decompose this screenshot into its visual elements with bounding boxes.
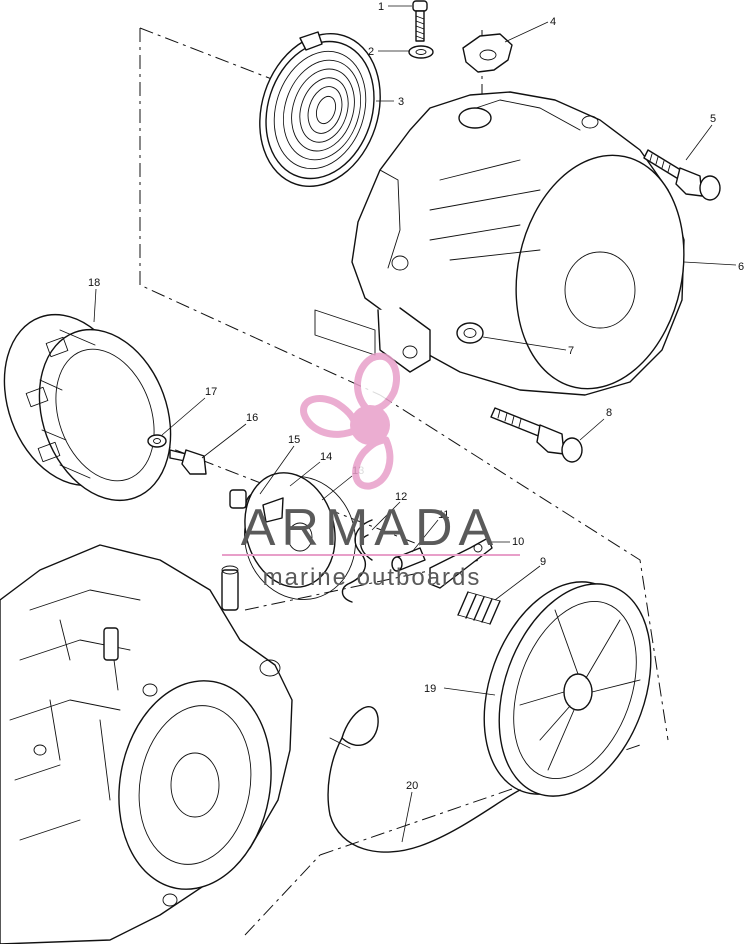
callout-17: 17 [205, 386, 217, 398]
callout-10: 10 [512, 536, 524, 548]
part-4-bracket [462, 33, 513, 73]
part-5-bolt [643, 149, 721, 201]
callout-16: 16 [246, 412, 258, 424]
part-6-starter-housing [314, 91, 685, 396]
part-7-grommet [456, 322, 484, 344]
part-19-pulley [483, 581, 652, 797]
callout-19: 19 [424, 683, 436, 695]
callout-labels: 1 2 3 4 5 6 7 8 9 10 11 12 13 14 15 16 1… [88, 1, 744, 792]
callout-18: 18 [88, 277, 100, 289]
watermark: ARMADA marine outboards [222, 352, 520, 591]
propeller-logo-icon [300, 352, 401, 490]
leader-lines [93, 5, 737, 843]
engine-block [0, 544, 293, 944]
part-12-clip [341, 519, 373, 603]
watermark-tagline: marine outboards [263, 564, 482, 591]
callout-15: 15 [288, 434, 300, 446]
callout-3: 3 [398, 96, 404, 108]
part-9-coil-spring [457, 591, 501, 625]
callout-20: 20 [406, 780, 418, 792]
part-16-bolt [169, 449, 207, 475]
part-18-flywheel-cup [3, 313, 172, 502]
callout-7: 7 [568, 345, 574, 357]
part-20-rope [327, 706, 521, 853]
callout-6: 6 [738, 261, 744, 273]
part-1-bolt [412, 0, 428, 42]
part-17-washer [147, 434, 167, 448]
part-10-pawl [429, 537, 493, 589]
callout-1: 1 [378, 1, 384, 13]
part-11-pin [391, 547, 426, 572]
part-3-spring [259, 31, 381, 188]
callout-14: 14 [320, 451, 332, 463]
part-13-plate [244, 472, 336, 588]
callout-5: 5 [710, 113, 716, 125]
callout-9: 9 [540, 556, 546, 568]
callout-12: 12 [395, 491, 407, 503]
callout-4: 4 [550, 16, 556, 28]
watermark-brand: ARMADA [241, 499, 499, 557]
part-8-bolt [490, 407, 583, 463]
callout-8: 8 [606, 407, 612, 419]
part-2-washer [408, 45, 434, 59]
callout-2: 2 [368, 46, 374, 58]
callout-11: 11 [438, 509, 449, 521]
